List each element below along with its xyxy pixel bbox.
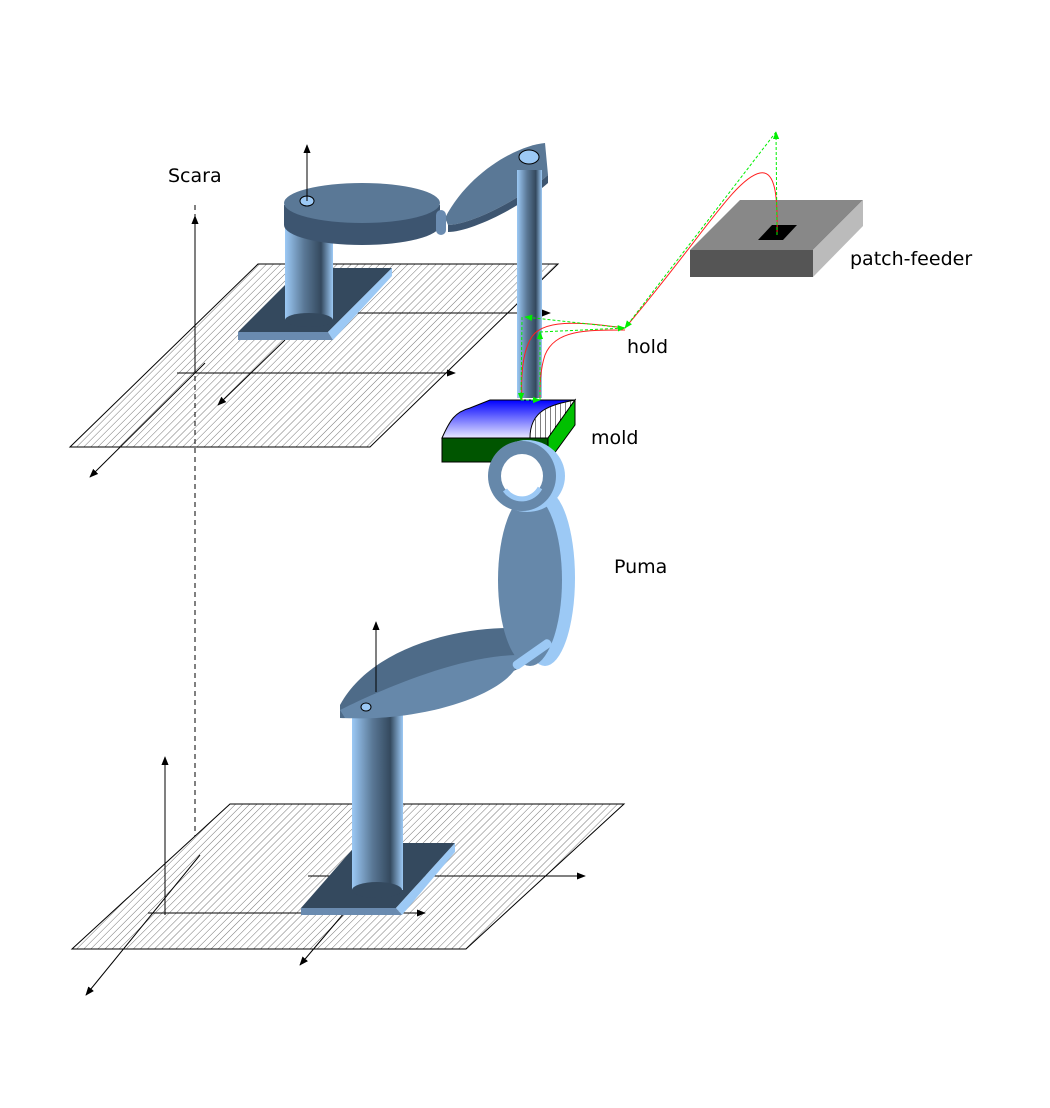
via-point-path <box>517 131 780 404</box>
scara-world-axes <box>89 215 551 478</box>
scara-label: Scara <box>168 165 222 187</box>
puma-robot <box>301 440 575 915</box>
puma-label: Puma <box>614 556 667 578</box>
scara-robot <box>238 143 548 398</box>
mold-label: mold <box>591 427 638 449</box>
patch-feeder-label: patch-feeder <box>850 248 972 270</box>
hold-label: hold <box>627 336 668 358</box>
